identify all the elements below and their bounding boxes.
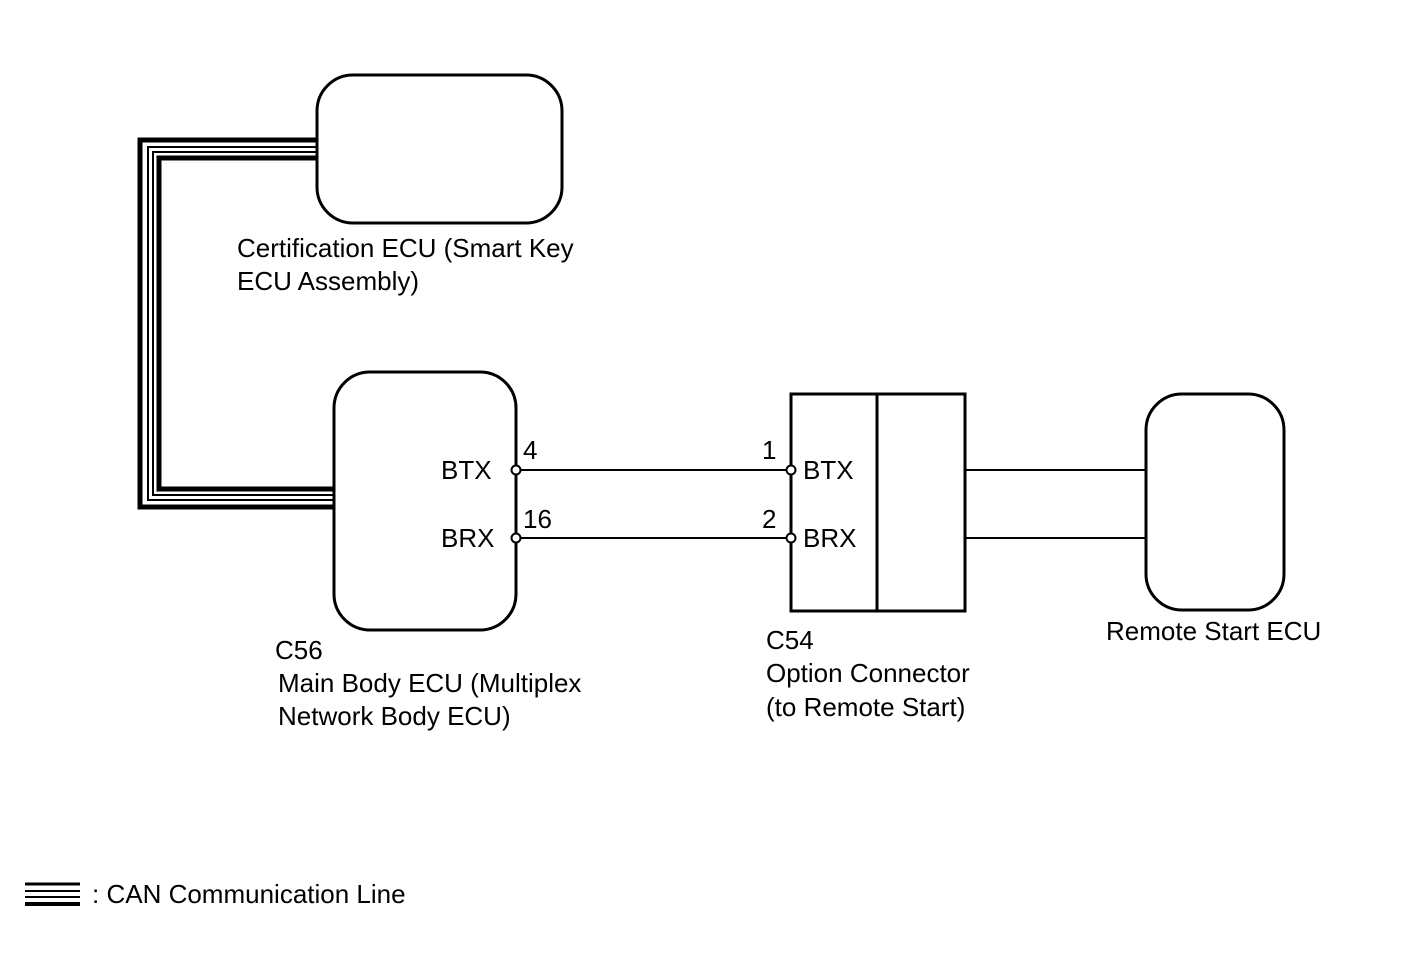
can-communication-bundle bbox=[137, 137, 334, 510]
option-connector-pin-btx-name: BTX bbox=[803, 455, 854, 485]
main-body-ecu-pin-btx-name: BTX bbox=[441, 455, 492, 485]
terminal-main-body-brx bbox=[510, 532, 522, 544]
option-connector-label-line1: Option Connector bbox=[766, 658, 970, 688]
certification-ecu-label-line2: ECU Assembly) bbox=[237, 266, 419, 296]
remote-start-ecu-box bbox=[1144, 392, 1286, 612]
main-body-ecu-label-line2: Network Body ECU) bbox=[278, 701, 511, 731]
option-connector-pin-btx-number: 1 bbox=[762, 435, 776, 465]
certification-ecu-box bbox=[315, 73, 564, 225]
can-wire-inner-2 bbox=[152, 151, 334, 496]
main-body-ecu-pin-btx-number: 4 bbox=[523, 435, 537, 465]
main-body-ecu-box bbox=[332, 370, 518, 632]
terminal-option-btx bbox=[785, 464, 797, 476]
can-wire-outer bbox=[137, 137, 334, 510]
can-wire-inner-1 bbox=[147, 146, 334, 501]
main-body-ecu-pin-brx-number: 16 bbox=[523, 504, 552, 534]
option-connector-code: C54 bbox=[766, 625, 814, 655]
option-connector-pin-brx-number: 2 bbox=[762, 504, 776, 534]
can-wire-inner-3 bbox=[156, 155, 334, 492]
main-body-ecu-connector-code: C56 bbox=[275, 635, 323, 665]
main-body-ecu-label-line1: Main Body ECU (Multiplex bbox=[278, 668, 581, 698]
option-connector-pin-brx-name: BRX bbox=[803, 523, 856, 553]
terminal-option-brx bbox=[785, 532, 797, 544]
remote-start-ecu-label: Remote Start ECU bbox=[1106, 616, 1321, 646]
legend-can-line-label: : CAN Communication Line bbox=[92, 879, 406, 909]
option-connector-label-line2: (to Remote Start) bbox=[766, 692, 965, 722]
terminal-main-body-btx bbox=[510, 464, 522, 476]
legend-can-line-symbol bbox=[25, 882, 80, 906]
certification-ecu-label-line1: Certification ECU (Smart Key bbox=[237, 233, 574, 263]
main-body-ecu-pin-brx-name: BRX bbox=[441, 523, 494, 553]
